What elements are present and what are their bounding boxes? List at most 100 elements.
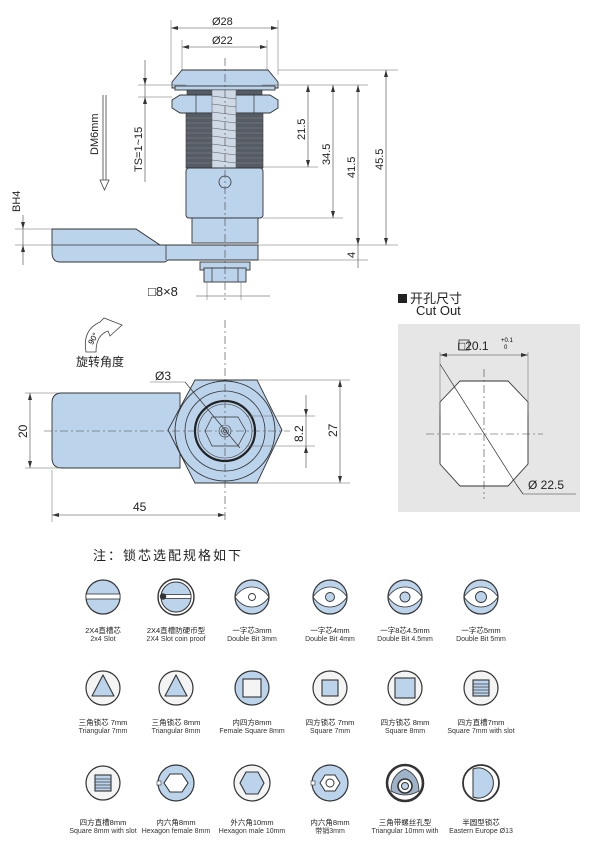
core-option-cn: 一字8芯4.5mm [380,626,430,635]
bh-label: BH4 [11,191,23,212]
core-option-en: Square 7mm with slot [447,728,515,735]
double-bit-3-icon [234,579,270,615]
core-option-cn: 一字芯3mm [232,626,272,635]
dim-body-diameter: Ø22 [212,35,233,47]
dim-head-diameter: Ø28 [212,16,233,28]
core-option-cn: 内六角8mm [156,818,196,827]
core-option-cn: 三角锁芯 8mm [151,718,201,727]
triangular-8-icon [158,670,194,706]
core-option-cn: 内六角8mm [310,818,350,827]
core-option-en: Triangular 8mm [151,728,201,735]
core-option-cn: 2X4直槽防硬币型 [146,626,206,635]
dim-thickness-range: TS=1~15 [133,127,145,172]
core-option-en: Square 7mm [309,728,351,735]
dim-thread-length: 21.5 [296,119,308,140]
cutout-title: 开孔尺寸 [398,288,462,307]
core-option-cn: 三角锁芯 7mm [78,718,128,727]
square-7-slot-icon [463,670,499,706]
core-option-en: Double Bit 5mm [456,636,506,643]
dim-cam-width: 20 [16,424,30,438]
core-option-en: Square 8mm with slot [69,828,137,835]
cutout-title-cn: 开孔尺寸 [410,291,463,306]
core-option-en: 2x4 Slot [90,636,116,643]
front-view-drawing: 90° Ø3 20 8.2 27 45 [16,317,350,522]
core-option-cn: 三角带螺丝孔型 [378,818,432,827]
core-option-cn: 2X4直槽芯 [85,626,121,635]
core-option-cn: 四方直槽8mm [79,818,127,827]
dim-hex-outer: 27 [326,423,340,437]
core-option-en: Triangular 7mm [78,728,128,735]
core-option-cn: 外六角10mm [230,818,274,827]
triangular-10-screw-icon [385,763,425,803]
core-option-cn: 一字芯4mm [310,626,350,635]
cutout-title-en: Cut Out [416,303,461,318]
core-option-en: 2X4 Slot coin proof [146,636,206,643]
triangular-7-icon [85,670,121,706]
hexagon-male-10-icon [233,764,271,802]
slot-coin-proof-icon [157,578,195,616]
cutout-square: □20.1 [458,339,489,353]
dim-body-length: 41.5 [346,157,358,178]
dim-cam-length: 45 [133,500,147,514]
rotation-arrow-icon [84,317,123,353]
lock-body [185,167,264,219]
core-option-en: Hexagon female 8mm [141,828,211,835]
dim-total-length: 45.5 [374,149,386,170]
core-option-en: Double Bit 3mm [227,636,277,643]
cam-front [51,392,181,469]
core-option-en: Double Bit 4.5mm [377,636,433,643]
eastern-europe-13-icon [462,764,500,802]
core-option-en: 带销3mm [315,828,345,835]
core-option-cn: 一字芯5mm [461,626,501,635]
black-square-bullet-icon [398,294,407,303]
cutout-tol-upper: +0.1 [501,338,514,344]
rotation-label: 旋转角度 [76,355,125,369]
core-option-cn: 四方锁芯 8mm [380,718,430,727]
dim-hex-inner: 8.2 [292,425,306,442]
core-option-en: Square 8mm [384,728,426,735]
core-option-en: Double Bit 4mm [305,636,355,643]
dim-cam-thickness: 4 [346,252,358,258]
dm-label: DM6mm [89,113,101,155]
cutout-diameter: Ø 22.5 [528,478,564,492]
female-square-8-icon [234,670,270,706]
side-view-drawing: Ø28 Ø22 □8×8 [11,16,398,300]
core-option-en: Female Square 8mm [219,728,285,735]
double-bit-4-icon [312,579,348,615]
double-bit-4-5-icon [387,579,423,615]
square-8-slot-icon [85,765,121,801]
double-bit-5-icon [463,579,499,615]
core-option-cn: 四方直槽7mm [457,718,505,727]
slot-2x4-icon [85,579,121,615]
core-option-en: Triangular 10mm with [371,828,439,835]
square-8-icon [387,670,423,706]
dim-hole-height: 34.5 [321,144,333,165]
square-7-icon [312,670,348,706]
dim-square-drive: □8×8 [148,284,178,299]
core-options-title: 注：锁芯选配规格如下 [93,548,244,563]
hexagon-female-8-icon [156,764,195,802]
core-option-en: Hexagon male 10mm [218,828,286,835]
dim-pin-diameter: Ø3 [155,369,171,383]
core-option-cn: 内四方8mm [232,718,272,727]
cutout-drawing: □20.1 +0.1 0 Ø 22.5 [398,324,580,512]
core-option-en: Eastern Europe Ø13 [449,828,513,835]
